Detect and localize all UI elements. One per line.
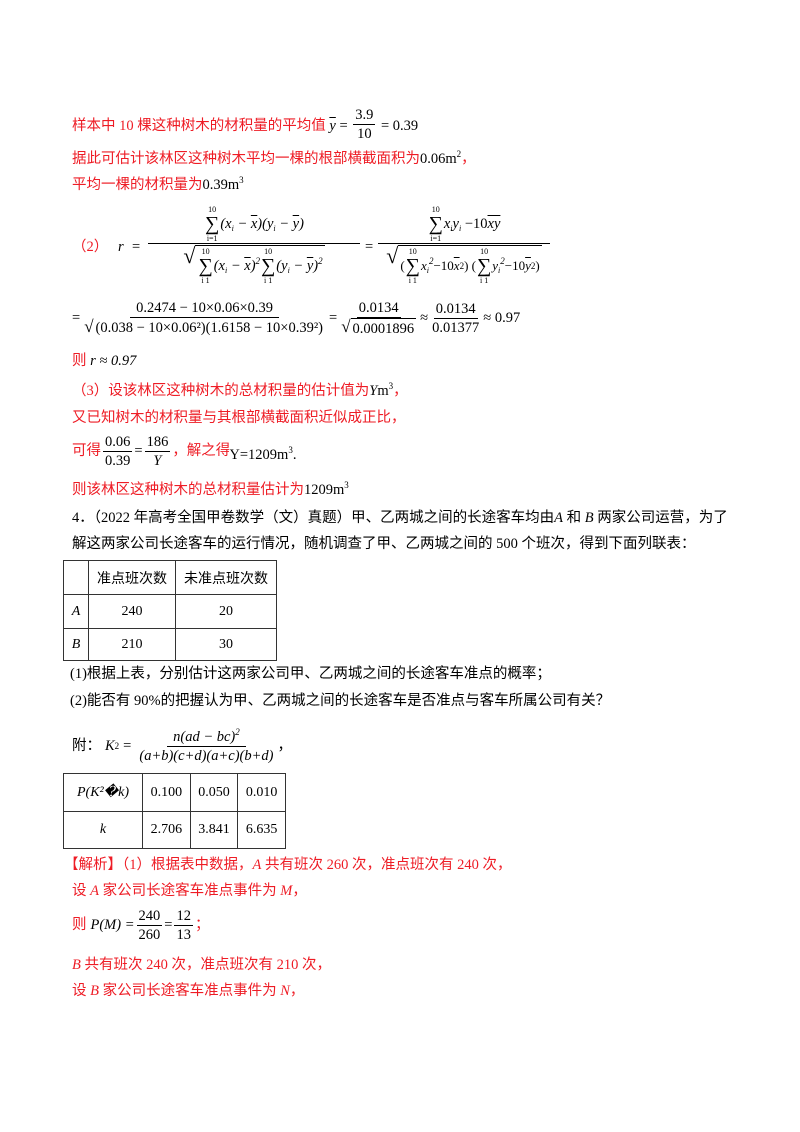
problem4-statement-line1: 4．（2022 年高考全国甲卷数学（文）真题）甲、乙两城之间的长途客车均由A 和… — [72, 510, 728, 526]
r-approx-result: ≈ 0.97 — [483, 310, 521, 326]
ratio-fraction-1: 0.06 0.39 — [103, 433, 133, 469]
ratio-fraction-2: 186 Y — [144, 433, 171, 469]
question-2: (2)能否有 90%的把握认为甲、乙两城之间的长途客车是否准点与客车所属公司有关… — [70, 693, 611, 709]
chi-square-fraction: n(ad − bc)2 (a+b)(c+d)(a+c)(b+d) — [139, 726, 274, 764]
analysis-line1: 【解析】（1）根据表中数据，A 共有班次 260 次，准点班次有 240 次， — [64, 857, 512, 873]
calc-fraction-2: 0.0134 √0.0001896 — [341, 299, 417, 337]
part3-line3: 可得 0.06 0.39 = 186 Y ，解之得 YY=1209m3. — [72, 433, 297, 469]
pm-fraction-1: 240 260 — [136, 907, 163, 943]
pm-fraction-2: 12 13 — [174, 907, 193, 943]
correlation-calculation: = 0.2474 − 10×0.06×0.39 √(0.038 − 10×0.0… — [72, 299, 521, 337]
mean-volume-line: 样本中 10 棵这种树木的材积量的平均值 y = 3.9 10 = 0.39 — [72, 107, 419, 142]
mean-fraction: 3.9 10 — [353, 107, 376, 142]
part3-line2: 又已知树木的材积量与其根部横截面积近似成正比， — [72, 410, 406, 426]
mean-result: = 0.39 — [381, 117, 419, 134]
table-header-row: 准点班次数 未准点班次数 — [63, 560, 277, 595]
calc-fraction-3: 0.0134 0.01377 — [432, 300, 480, 336]
analysis-line3: 则 P(M) = 240 260 = 12 13 ； — [72, 907, 210, 943]
table-row: P(K²�k) 0.100 0.050 0.010 — [63, 773, 286, 812]
avg-volume-line: 平均一棵的材积量为0.39m3 — [72, 175, 244, 194]
table-row: A 240 20 — [63, 594, 277, 629]
calc-fraction-1: 0.2474 − 10×0.06×0.39 √(0.038 − 10×0.06²… — [84, 299, 323, 337]
critical-value-table: P(K²�k) 0.100 0.050 0.010 k 2.706 3.841 … — [63, 773, 286, 849]
avg-volume-value: 0.39m — [202, 177, 240, 193]
r-var: r — [118, 239, 124, 255]
part3-conclusion: 则该林区这种树木的总材积量估计为1209m3 — [72, 480, 349, 499]
question-1: (1)根据上表，分别估计这两家公司甲、乙两城之间的长途客车准点的概率； — [70, 666, 551, 682]
r-conclusion: 则 r ≈ 0.97 — [72, 353, 137, 369]
root-area-value: 0.06m — [420, 151, 457, 167]
avg-volume-text: 平均一棵的材积量为 — [72, 177, 203, 193]
root-area-line: 据此可估计该林区这种树木平均一棵的根部横截面积为0.06m2， — [72, 149, 476, 168]
analysis-line2: 设 A 家公司长途客车准点事件为 M， — [72, 883, 307, 899]
root-area-text: 据此可估计该林区这种树木平均一棵的根部横截面积为 — [72, 151, 420, 167]
analysis-label: 【解析】 — [64, 857, 122, 873]
mean-volume-text: 样本中 10 棵这种树木的材积量的平均值 — [72, 117, 326, 134]
y-bar-var: y — [329, 117, 336, 134]
table-row: B 210 30 — [63, 628, 277, 661]
r-fraction-1: 10∑i=1 (xi − x)(yi − y) √ 10∑i 1 (xi − x… — [148, 205, 360, 286]
analysis-line4: B 共有班次 240 次，准点班次有 210 次， — [72, 957, 331, 973]
problem4-statement-line2: 解这两家公司长途客车的运行情况，随机调查了甲、乙两城之间的 500 个班次，得到… — [72, 536, 696, 552]
analysis-line5: 设 B 家公司长途客车准点事件为 N， — [72, 983, 305, 999]
contingency-table: 准点班次数 未准点班次数 A 240 20 B 210 30 — [63, 560, 277, 661]
table-row: k 2.706 3.841 6.635 — [63, 811, 286, 849]
part3-line1: （3）设该林区这种树木的总材积量的估计值为Ym3， — [72, 381, 408, 400]
part2-label: （2） — [72, 239, 109, 255]
